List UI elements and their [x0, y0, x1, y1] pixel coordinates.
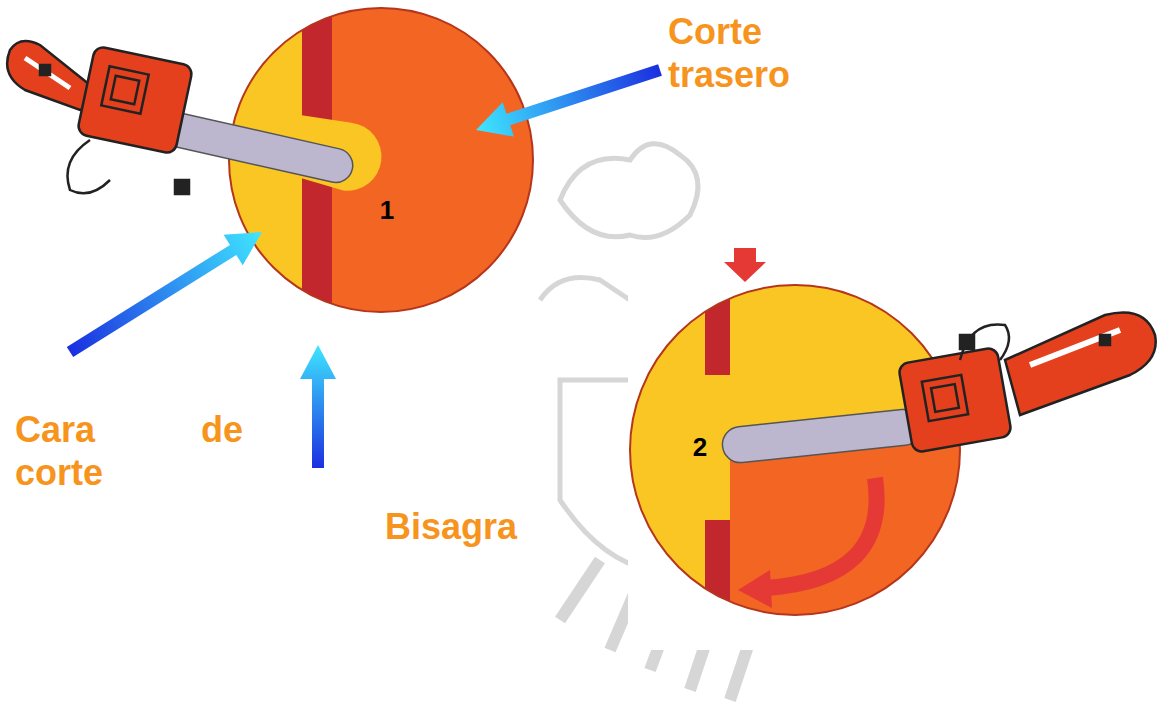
chainsaw [7, 41, 193, 194]
part-label: Cara de corte [15, 408, 243, 494]
pointer-arrow [300, 345, 336, 468]
chainsaw [898, 313, 1156, 453]
part-label: Corte trasero [668, 10, 868, 96]
callout-number: 2 [693, 432, 707, 462]
force-arrow [724, 248, 766, 282]
pointer-arrow [476, 64, 662, 136]
callout-number: 1 [380, 195, 394, 225]
rotation-arrow [765, 478, 877, 588]
pointer-arrow [67, 232, 262, 357]
part-label: Bisagra [385, 505, 585, 548]
trunk-circle: 1 [229, 8, 534, 313]
trunk-circle: 2 [630, 285, 960, 615]
